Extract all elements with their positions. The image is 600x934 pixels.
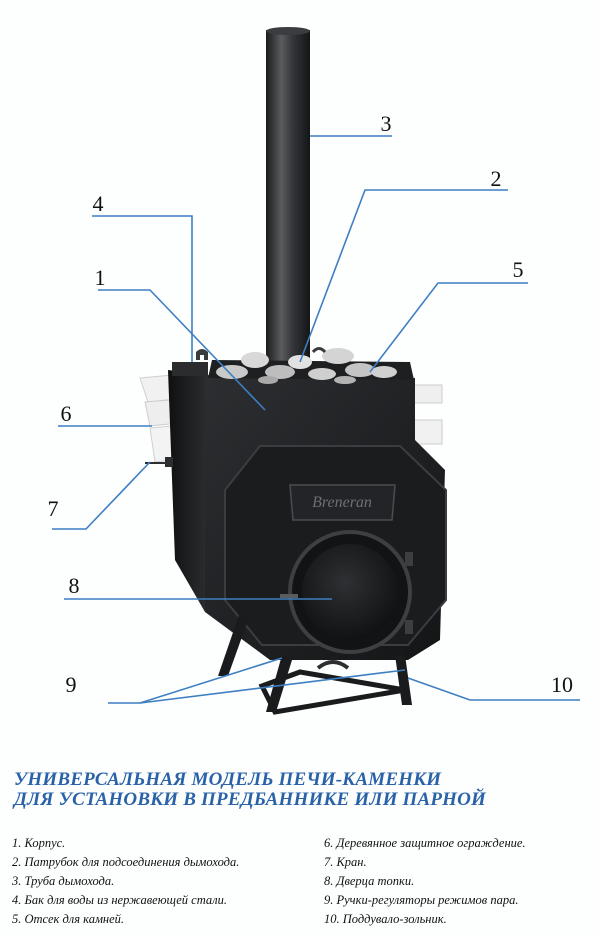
legend-left: 1. Корпус. 2. Патрубок для подсоединения…	[12, 834, 322, 929]
leader-lines	[52, 135, 580, 704]
leader-line-7	[52, 461, 151, 530]
water-tap	[145, 457, 173, 467]
caption-title-line-1: УНИВЕРСАЛЬНАЯ МОДЕЛЬ ПЕЧИ-КАМЕНКИ	[14, 769, 442, 790]
callout-6: 6	[61, 401, 72, 426]
leader-line-2	[299, 189, 508, 363]
legend-item-10: 10. Поддувало-зольник.	[324, 912, 447, 926]
leader-line-1	[98, 289, 266, 411]
leader-line-9b	[139, 669, 406, 704]
caption-title: УНИВЕРСАЛЬНАЯ МОДЕЛЬ ПЕЧИ-КАМЕНКИ ДЛЯ УС…	[14, 770, 594, 810]
caption-title-line-2: ДЛЯ УСТАНОВКИ В ПРЕДБАННИКЕ ИЛИ ПАРНОЙ	[14, 789, 487, 810]
legend-item-9: 9. Ручки-регуляторы режимов пара.	[324, 893, 519, 907]
callout-5: 5	[513, 257, 524, 282]
legend-item-7: 7. Кран.	[324, 855, 367, 869]
chimney-pipe	[266, 27, 310, 375]
brand-emblem: Breneran	[289, 484, 396, 521]
stove-diagram: Breneran 1 2 3 4 5 6 7 8 9 10	[48, 27, 580, 715]
legend-item-2: 2. Патрубок для подсоединения дымохода.	[12, 855, 240, 869]
wooden-guard-right	[411, 384, 443, 445]
stove-legs	[218, 612, 412, 715]
ash-pan-handle	[316, 660, 350, 670]
legend-item-4: 4. Бак для воды из нержавеющей стали.	[12, 893, 227, 907]
callout-2: 2	[491, 166, 502, 191]
firebox-door	[280, 530, 413, 654]
stove-side-panel	[168, 370, 205, 612]
legend-item-5: 5. Отсек для камней.	[12, 912, 125, 926]
brand-text: Breneran	[312, 494, 372, 511]
leader-line-4	[92, 215, 193, 362]
callout-10: 10	[551, 672, 573, 697]
legend-item-3: 3. Труба дымохода.	[12, 874, 115, 888]
legend-item-6: 6. Деревянное защитное ограждение.	[324, 836, 526, 850]
leader-line-5	[369, 282, 528, 373]
legend-item-8: 8. Дверца топки.	[324, 874, 415, 888]
callout-8: 8	[69, 573, 80, 598]
legend-right: 6. Деревянное защитное ограждение. 7. Кр…	[324, 834, 596, 929]
legend-item-1: 1. Корпус.	[12, 836, 66, 850]
callout-7: 7	[48, 496, 59, 521]
water-tank	[172, 349, 208, 376]
callout-3: 3	[381, 111, 392, 136]
callout-4: 4	[93, 191, 104, 216]
leader-line-10	[407, 677, 580, 701]
callout-9: 9	[66, 672, 77, 697]
callout-1: 1	[95, 265, 106, 290]
stone-compartment	[208, 347, 414, 384]
